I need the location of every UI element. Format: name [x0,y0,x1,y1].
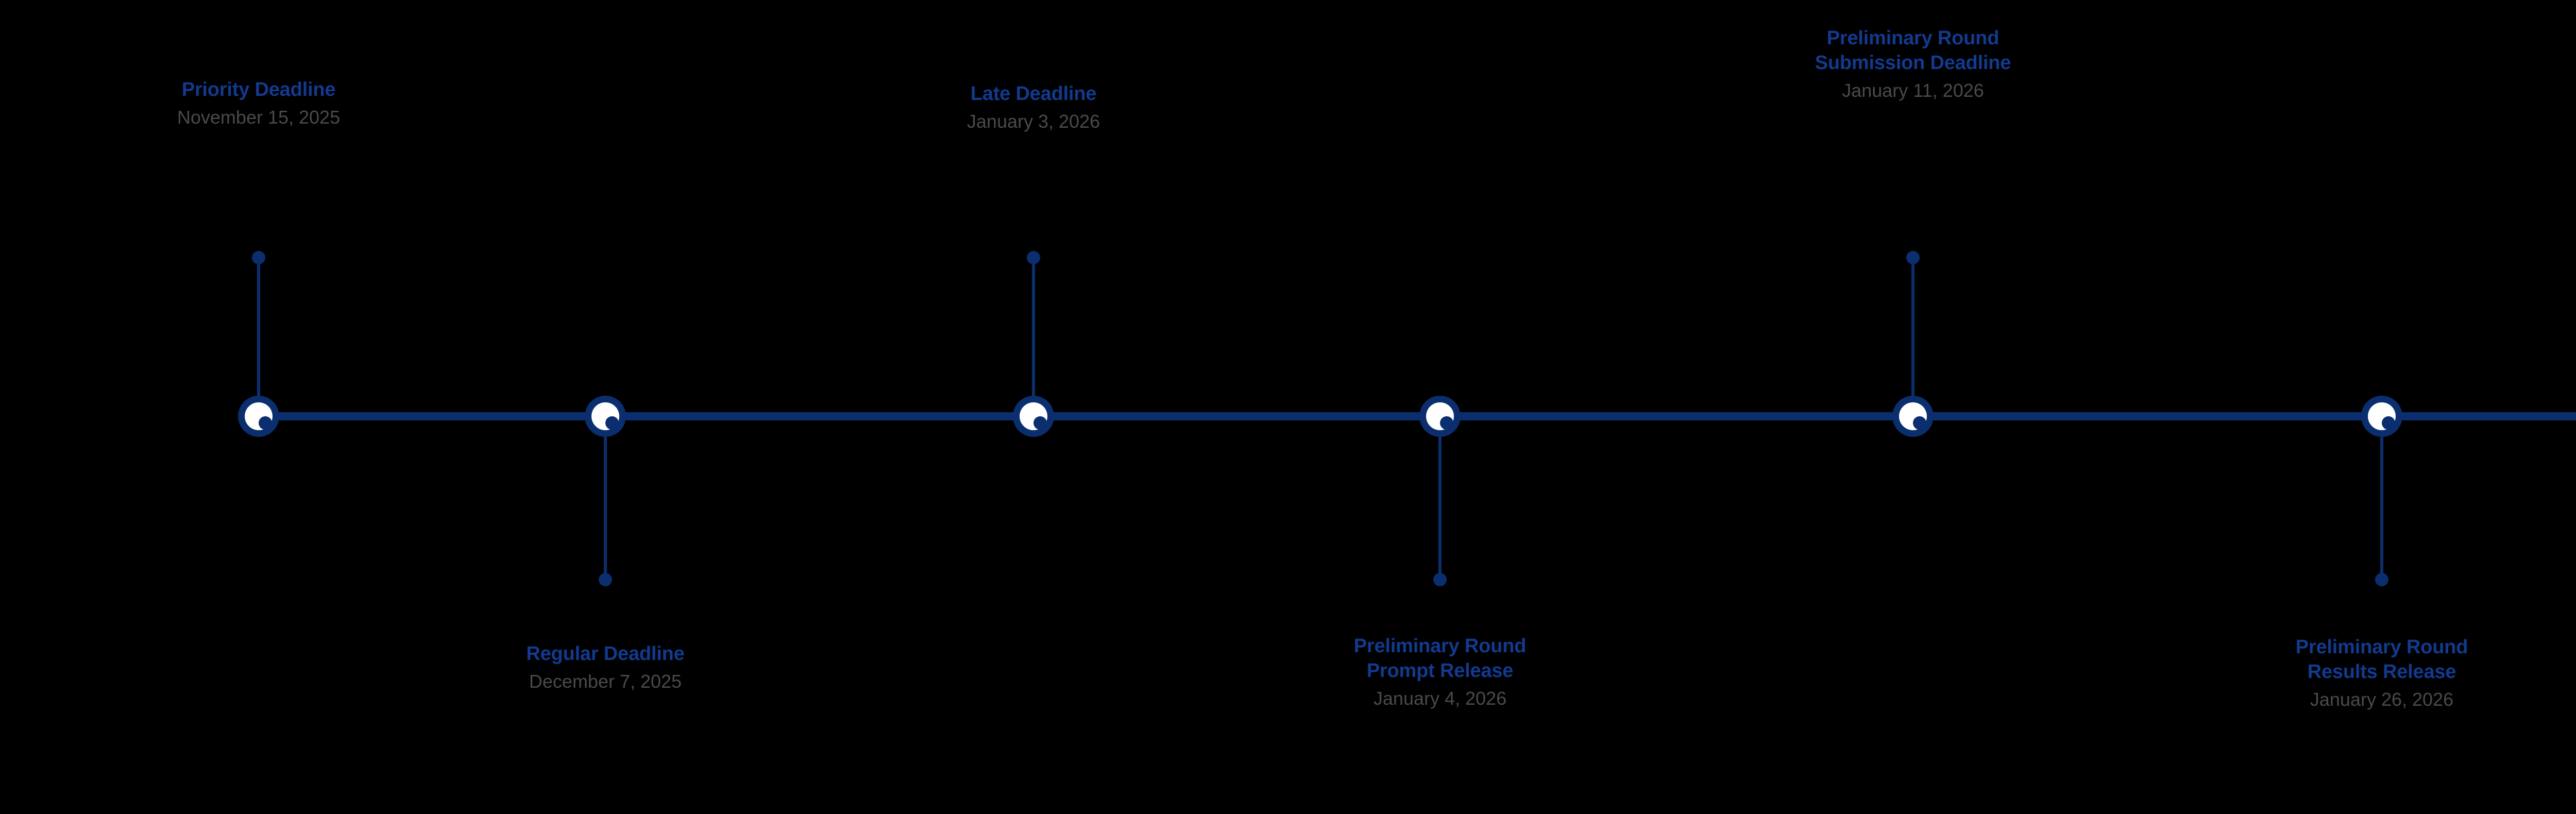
milestone-node-core [1033,416,1047,430]
milestone-node-marker[interactable] [2361,396,2402,437]
milestone-node-core [605,416,619,430]
milestone-title-line: Results Release [2307,661,2456,683]
milestone-stem [1438,416,1442,580]
milestone-date: February 7, 2026 [2566,102,2576,127]
timeline-axis [258,412,2576,420]
milestone-title: Priority Deadline [0,77,542,102]
milestone-title-line: Preliminary Round [1826,27,1999,49]
milestone-title-line: Prompt Release [1366,660,1514,682]
milestone-title-line: Final Round Zoom Live [2566,77,2576,102]
milestone-stem-dot [1906,251,1920,264]
milestone-title-line: Preliminary Round [1353,635,1527,657]
milestone-date: January 4, 2026 [1373,688,1507,709]
milestone-stem [257,258,260,416]
milestone-title-line: Submission Deadline [1815,52,2011,74]
milestone-date: November 15, 2025 [177,107,341,128]
milestone-label-block: Final Round Zoom LiveFebruary 7, 2026 [2566,77,2576,127]
milestone-date: January 11, 2026 [1842,80,1984,101]
milestone-stem-dot [599,573,612,586]
milestone-date: January 26, 2026 [2310,689,2454,710]
milestone-node-ring [591,402,619,430]
milestone-node-ring [1426,402,1454,430]
milestone-node-core [2382,416,2395,430]
milestone-stem-dot [2375,573,2388,586]
milestone-title-line: Preliminary Round [2295,636,2468,658]
milestone-date: January 3, 2026 [967,111,1100,132]
milestone-title: Final Round Zoom Live [2566,77,2576,102]
milestone-stem-dot [252,251,265,264]
milestone-title: Late Deadline [750,81,1317,106]
milestone-stem [1032,258,1035,416]
milestone-node-marker[interactable] [238,396,279,437]
milestone-node-ring [2368,402,2396,430]
milestone-node-core [1440,416,1453,430]
milestone-title-line: Priority Deadline [181,79,336,100]
milestone-title-line: Late Deadline [970,83,1097,105]
milestone-title: Regular Deadline [322,641,889,666]
milestone-node-ring [1899,402,1927,430]
milestone-title-line: Regular Deadline [526,643,685,665]
milestone-node-core [1913,416,1926,430]
milestone-stem-dot [1433,573,1447,586]
milestone-node-marker[interactable] [1419,396,1461,437]
milestone-node-marker[interactable] [1892,396,1934,437]
milestone-stem [604,416,607,580]
milestone-stem [2380,416,2383,580]
milestone-date: December 7, 2025 [529,671,682,692]
milestone-node-ring [1020,402,1047,430]
milestone-node-marker[interactable] [1013,396,1054,437]
milestone-stem [1911,258,1914,416]
milestone-stem-dot [1027,251,1040,264]
milestone-node-core [259,416,272,430]
milestone-node-ring [245,402,273,430]
milestone-node-marker[interactable] [585,396,626,437]
